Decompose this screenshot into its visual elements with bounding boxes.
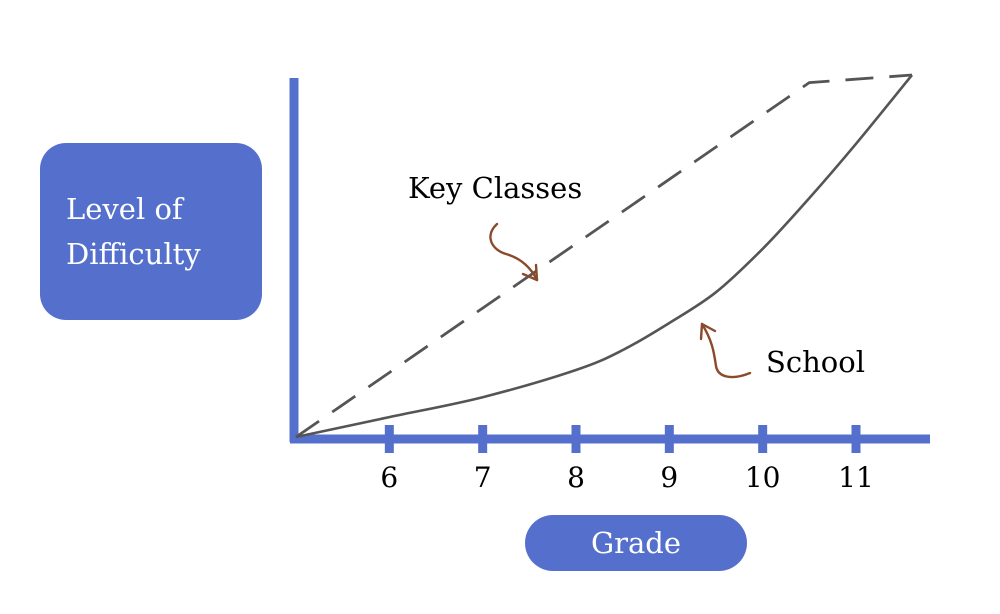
series-lines [295,73,914,439]
annotation-label-key-classes: Key Classes [408,171,582,205]
series-line-key-classes [295,73,913,439]
annotation-arrowhead [521,263,539,282]
axes [289,78,930,444]
x-ticks: 6 7 8 9 10 11 [380,425,874,494]
y-axis-label-box: Level of Difficulty [40,143,262,320]
y-axis-label: Level of Difficulty [66,191,201,271]
x-axis-label-box: Grade [525,515,747,571]
annotation-arrow [489,222,539,282]
x-tick-label: 9 [660,461,678,494]
x-tick-label: 8 [567,461,585,494]
x-tick-label: 11 [838,461,874,494]
series-line-school [295,74,914,439]
annotation-arrowhead [699,322,717,341]
x-tick-label: 10 [745,461,781,494]
x-tick-label: 7 [474,461,492,494]
annotation-arrow [700,322,752,379]
x-axis-label: Grade [590,526,682,560]
x-tick-label: 6 [380,461,398,494]
annotation-label-school: School [766,345,865,379]
